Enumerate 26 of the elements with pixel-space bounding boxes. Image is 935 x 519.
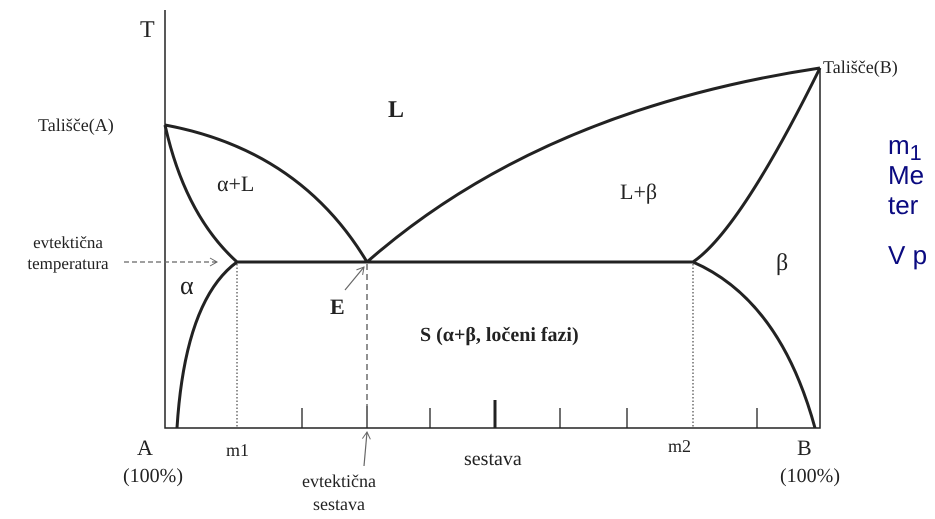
phase-label: β bbox=[776, 251, 788, 275]
annotation-text: evtektična temperatura bbox=[12, 232, 124, 274]
tick-label: m2 bbox=[668, 437, 692, 455]
annotation-text: evtektična sestava bbox=[285, 470, 393, 515]
axis-label: sestava bbox=[464, 449, 522, 469]
phase-label: L bbox=[388, 98, 404, 122]
body-text: V p bbox=[888, 242, 928, 268]
axis-label: T bbox=[140, 18, 155, 42]
body-text: m$_{1}$ bbox=[888, 132, 922, 164]
axis-label: B bbox=[797, 437, 812, 459]
phase-label: α bbox=[180, 273, 194, 299]
phase-label: α+L bbox=[217, 173, 254, 195]
body-text: ter bbox=[888, 192, 918, 218]
melting-point-label: Tališče(B) bbox=[823, 58, 898, 76]
axis-label: (100%) bbox=[780, 466, 840, 486]
body-text: Me bbox=[888, 162, 924, 188]
axis-label: A bbox=[137, 437, 153, 459]
phase-label: L+β bbox=[620, 181, 658, 203]
axis-label: (100%) bbox=[123, 466, 183, 486]
leader-line bbox=[344, 266, 364, 290]
leader-line bbox=[362, 432, 371, 466]
tick-label: m1 bbox=[226, 441, 250, 459]
point-label: E bbox=[330, 293, 345, 320]
melting-point-label: Tališče(A) bbox=[38, 116, 114, 134]
phase-label: S (α+β, ločeni fazi) bbox=[420, 325, 579, 345]
leader-line bbox=[124, 258, 218, 266]
